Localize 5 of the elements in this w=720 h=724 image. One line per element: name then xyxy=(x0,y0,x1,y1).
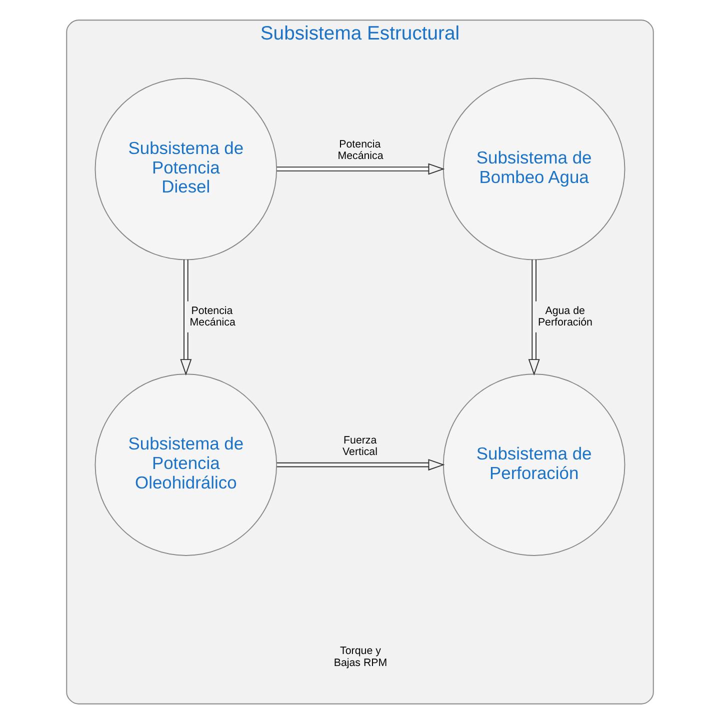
edge-label: Potencia Mecánica xyxy=(190,304,236,328)
edge-label: Potencia Mecánica xyxy=(338,138,384,162)
label: Torque y Bajas RPM xyxy=(334,645,388,669)
edge-label: Agua de Perforación xyxy=(538,304,592,328)
edge-label: Fuerza Vertical xyxy=(342,434,378,458)
